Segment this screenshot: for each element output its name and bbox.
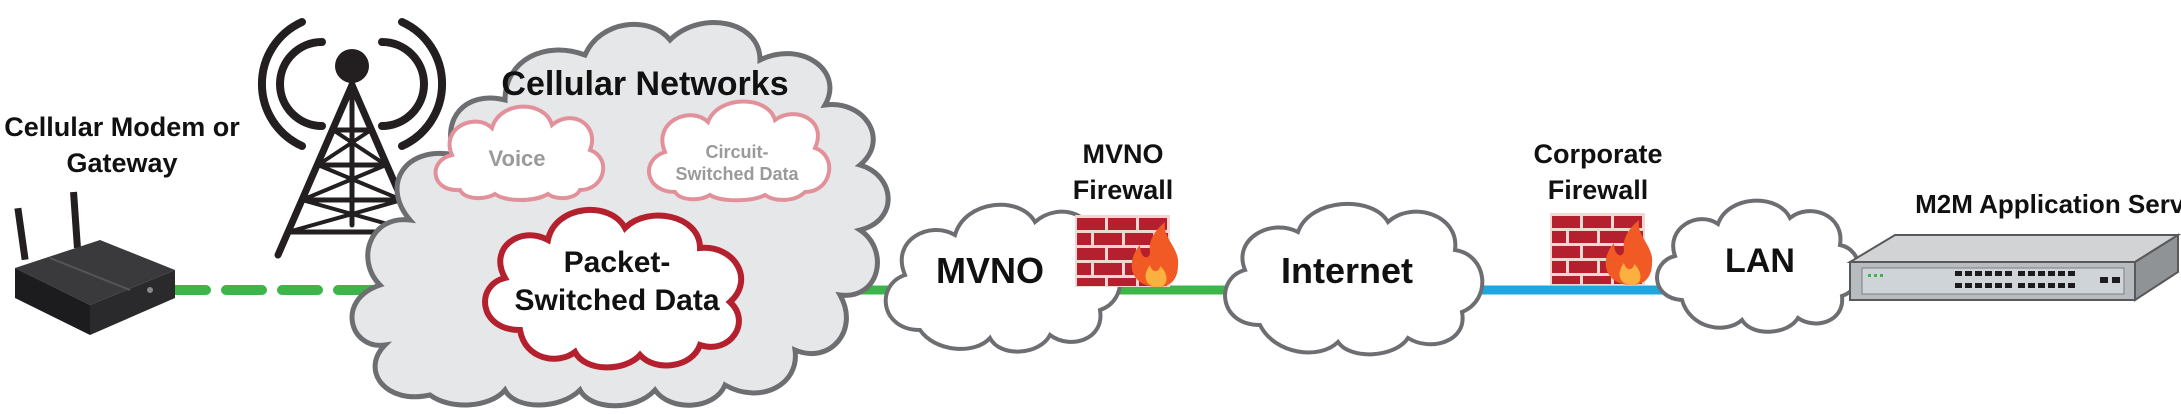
mvno-firewall-label-line1: MVNO — [1083, 139, 1164, 169]
packet-switched-data-cloud — [482, 206, 745, 371]
corporate-firewall-label-line2: Firewall — [1548, 175, 1649, 205]
circuit-switched-data-cloud — [647, 99, 832, 203]
corporate-firewall-icon — [1550, 213, 1653, 285]
lan-label: LAN — [1725, 242, 1795, 280]
mvno-firewall-icon — [1075, 215, 1179, 287]
mvno-firewall-label-line2: Firewall — [1073, 175, 1174, 205]
modem-label-line2: Gateway — [66, 148, 177, 178]
internet-label: Internet — [1281, 250, 1413, 291]
corporate-firewall-label-line1: Corporate — [1533, 139, 1662, 169]
cell-tower-icon — [258, 18, 446, 259]
circuit-label-line2: Switched Data — [675, 164, 799, 184]
internet-cloud — [1223, 201, 1485, 357]
flame-icon — [1131, 222, 1179, 287]
circuit-label-line1: Circuit- — [706, 142, 769, 162]
network-switch-icon — [1846, 233, 2181, 302]
lan-cloud — [1655, 198, 1862, 334]
cellular-modem-icon — [14, 191, 175, 335]
flame-icon — [1605, 220, 1653, 285]
server-label: M2M Application Server — [1915, 189, 2181, 219]
voice-label: Voice — [488, 146, 545, 171]
cellular-networks-title: Cellular Networks — [501, 65, 788, 103]
mvno-label: MVNO — [936, 250, 1044, 291]
packet-label-line2: Switched Data — [514, 284, 719, 317]
packet-label-line1: Packet- — [564, 246, 671, 279]
modem-label-line1: Cellular Modem or — [4, 112, 240, 142]
voice-cloud — [433, 104, 606, 202]
